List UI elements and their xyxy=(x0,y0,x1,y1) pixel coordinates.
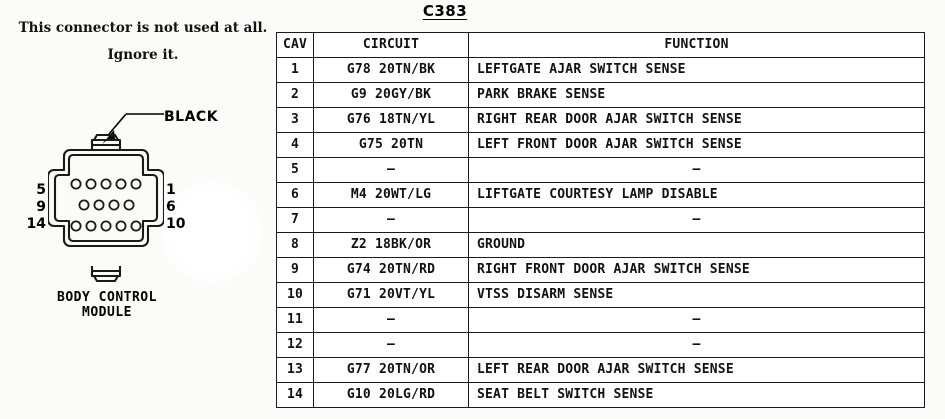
cell-cav: 13 xyxy=(276,357,314,383)
annotation-note-line-1: This connector is not used at all. xyxy=(18,20,268,36)
cell-function: LIFTGATE COURTESY LAMP DISABLE xyxy=(468,182,925,208)
cell-circuit: G77 20TN/OR xyxy=(313,357,469,383)
cell-function: LEFT FRONT DOOR AJAR SWITCH SENSE xyxy=(468,132,925,158)
cell-circuit: G74 20TN/RD xyxy=(313,257,469,283)
cell-cav: 6 xyxy=(276,182,314,208)
cell-circuit: – xyxy=(313,332,469,358)
annotation-note-line-2: Ignore it. xyxy=(107,46,179,63)
cell-function: RIGHT FRONT DOOR AJAR SWITCH SENSE xyxy=(468,257,925,283)
pin-number-right-3: 10 xyxy=(166,216,186,232)
cell-circuit: – xyxy=(313,157,469,183)
table-row: 5–– xyxy=(276,157,925,183)
cell-circuit: G76 18TN/YL xyxy=(313,107,469,133)
connector-pin-numbers-left: 5 9 14 xyxy=(22,182,46,233)
cell-function: LEFTGATE AJAR SWITCH SENSE xyxy=(468,57,925,83)
cell-function: VTSS DISARM SENSE xyxy=(468,282,925,308)
cell-circuit: Z2 18BK/OR xyxy=(313,232,469,258)
column-header-cav: CAV xyxy=(276,32,314,58)
connector-diagram-icon xyxy=(48,134,164,282)
cell-cav: 1 xyxy=(276,57,314,83)
pin-number-right-1: 1 xyxy=(166,182,176,198)
annotation-note: This connector is not used at all. Ignor… xyxy=(18,20,268,63)
cell-cav: 2 xyxy=(276,82,314,108)
connector-color-label: BLACK xyxy=(164,109,219,125)
pin-number-left-3: 14 xyxy=(26,216,46,232)
cell-circuit: G75 20TN xyxy=(313,132,469,158)
table-header-row: CAV CIRCUIT FUNCTION xyxy=(276,32,925,58)
cell-cav: 3 xyxy=(276,107,314,133)
cell-cav: 12 xyxy=(276,332,314,358)
cell-function: – xyxy=(468,332,925,358)
table-row: 12–– xyxy=(276,332,925,358)
cell-cav: 5 xyxy=(276,157,314,183)
table-row: 11–– xyxy=(276,307,925,333)
column-header-function: FUNCTION xyxy=(468,32,925,58)
cell-circuit: G71 20VT/YL xyxy=(313,282,469,308)
cell-cav: 11 xyxy=(276,307,314,333)
cell-function: – xyxy=(468,207,925,233)
cell-function: LEFT REAR DOOR AJAR SWITCH SENSE xyxy=(468,357,925,383)
cell-circuit: – xyxy=(313,207,469,233)
module-caption-line-1: BODY CONTROL xyxy=(57,290,157,305)
cell-function: – xyxy=(468,157,925,183)
module-caption: BODY CONTROL MODULE xyxy=(16,290,198,320)
connector-pin-numbers-right: 1 6 10 xyxy=(166,182,192,233)
cell-cav: 7 xyxy=(276,207,314,233)
cell-function: GROUND xyxy=(468,232,925,258)
pin-number-right-2: 6 xyxy=(166,199,176,215)
cell-circuit: G78 20TN/BK xyxy=(313,57,469,83)
cell-cav: 10 xyxy=(276,282,314,308)
page-title: C383 xyxy=(422,2,468,20)
pin-number-left-2: 9 xyxy=(36,199,46,215)
table-row: 7–– xyxy=(276,207,925,233)
module-caption-line-2: MODULE xyxy=(82,305,132,320)
cell-cav: 9 xyxy=(276,257,314,283)
cell-function: SEAT BELT SWITCH SENSE xyxy=(468,382,925,408)
cell-cav: 4 xyxy=(276,132,314,158)
cell-function: RIGHT REAR DOOR AJAR SWITCH SENSE xyxy=(468,107,925,133)
cell-circuit: – xyxy=(313,307,469,333)
column-header-circuit: CIRCUIT xyxy=(313,32,469,58)
cell-cav: 14 xyxy=(276,382,314,408)
cell-function: PARK BRAKE SENSE xyxy=(468,82,925,108)
cell-function: – xyxy=(468,307,925,333)
cell-circuit: G9 20GY/BK xyxy=(313,82,469,108)
pin-number-left-1: 5 xyxy=(36,182,46,198)
cell-cav: 8 xyxy=(276,232,314,258)
cell-circuit: G10 20LG/RD xyxy=(313,382,469,408)
cell-circuit: M4 20WT/LG xyxy=(313,182,469,208)
